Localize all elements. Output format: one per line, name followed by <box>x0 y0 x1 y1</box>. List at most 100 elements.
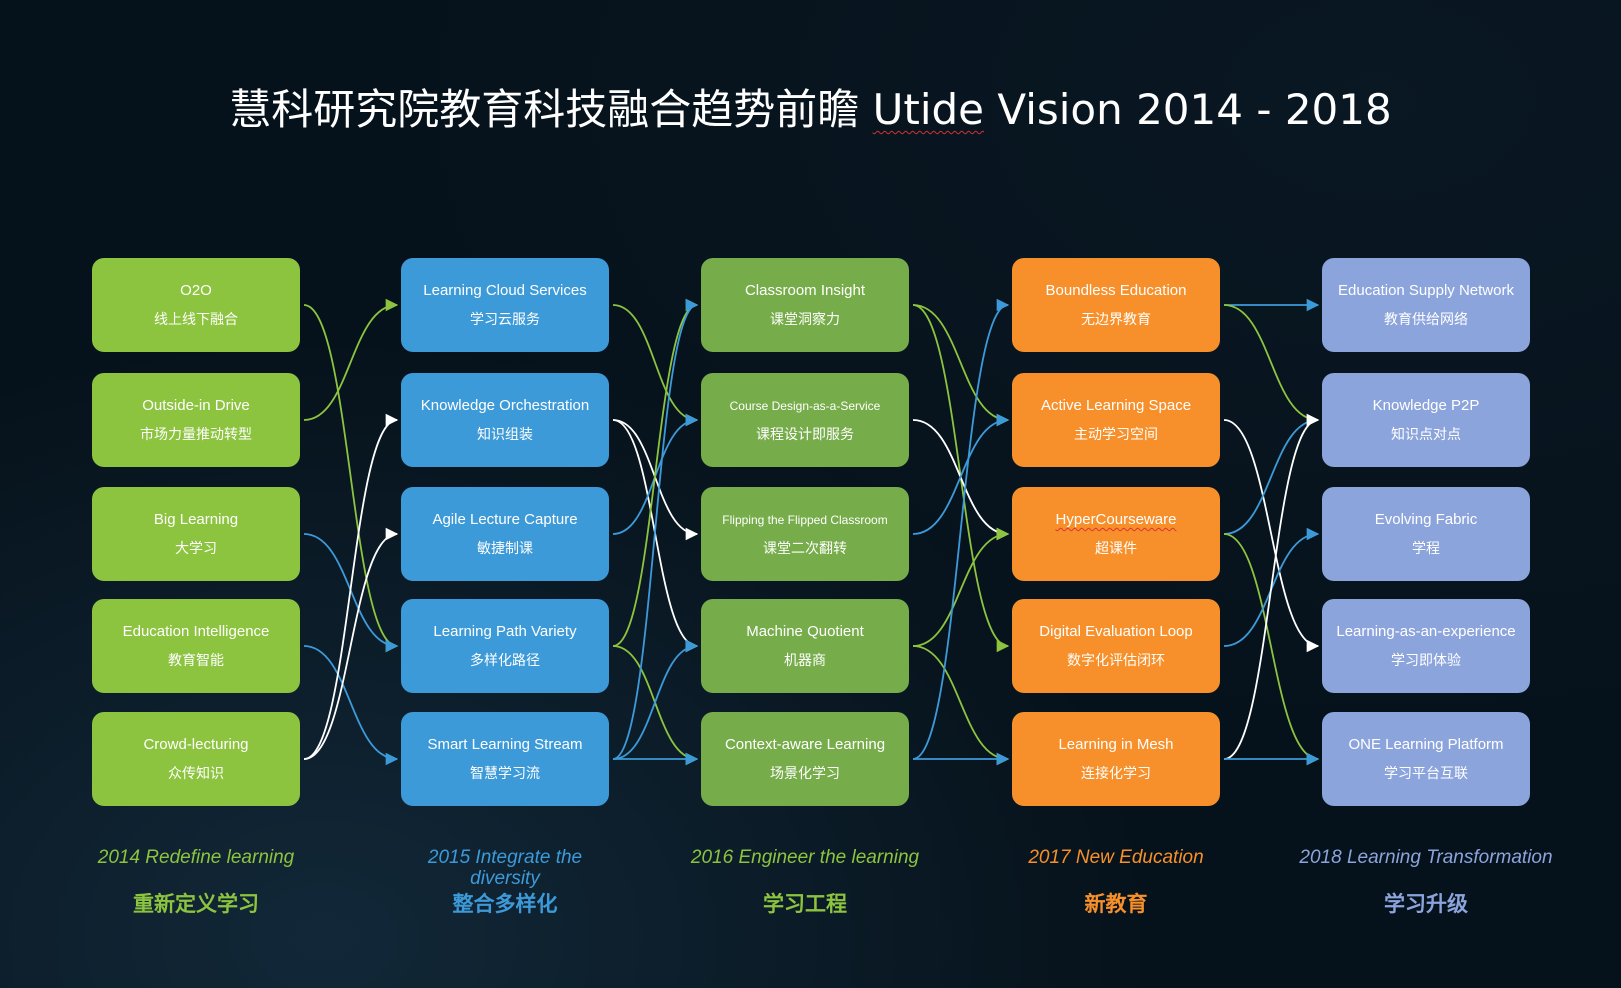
node-label-en: Learning in Mesh <box>1058 736 1174 753</box>
link-hc-to-kp2p <box>1223 413 1320 535</box>
node-label-en: Machine Quotient <box>746 623 864 640</box>
node-label-en: Active Learning Space <box>1040 397 1192 414</box>
node-cloud: Learning Cloud Services 学习云服务 <box>401 258 609 352</box>
node-label-zh: 无边界教育 <box>1081 312 1151 328</box>
node-eduint: Education Intelligence 教育智能 <box>92 599 300 693</box>
column-footer-zh: 学习升级 <box>1384 892 1468 916</box>
link-hc-to-olp <box>1223 533 1320 766</box>
column-footer-en: 2014 Redefine learning <box>97 847 295 868</box>
node-label-en: HyperCourseware <box>1055 511 1177 528</box>
link-cal-to-be <box>912 298 1010 760</box>
node-label-en: Learning Cloud Services <box>423 282 587 299</box>
node-label-en: ONE Learning Platform <box>1348 736 1504 753</box>
link-lpv-to-ci <box>612 298 699 647</box>
link-be-to-kp2p <box>1223 304 1320 427</box>
link-outside-to-cloud <box>303 298 399 421</box>
node-label-en: Education Supply Network <box>1338 282 1514 299</box>
node-kp2p: Knowledge P2P 知识点对点 <box>1322 373 1530 467</box>
node-olp: ONE Learning Platform 学习平台互联 <box>1322 712 1530 806</box>
node-cdaas: Course Design-as-a-Service 课程设计即服务 <box>701 373 909 467</box>
link-crowd-to-ko <box>303 413 399 760</box>
node-label-en: Outside-in Drive <box>142 397 250 414</box>
node-o2o: O2O 线上线下融合 <box>92 258 300 352</box>
link-ffc-to-als <box>912 413 1010 535</box>
node-label-zh: 学程 <box>1412 541 1440 557</box>
link-mq-to-lim <box>912 645 1010 766</box>
node-label-zh: 市场力量推动转型 <box>140 427 252 443</box>
column-footer-en: 2015 Integrate the diversity <box>427 847 583 889</box>
node-label-zh: 学习云服务 <box>470 312 540 328</box>
column-footer-en: 2016 Engineer the learning <box>690 847 920 868</box>
node-label-zh: 知识点对点 <box>1391 427 1461 443</box>
node-lpv: Learning Path Variety 多样化路径 <box>401 599 609 693</box>
link-als-to-laae <box>1223 419 1320 653</box>
node-label-en: Flipping the Flipped Classroom <box>722 513 888 527</box>
node-label-en: Education Intelligence <box>122 623 270 640</box>
link-crowd-to-agile <box>303 527 399 760</box>
node-label-en: Agile Lecture Capture <box>432 511 578 528</box>
node-label-en: Crowd-lecturing <box>143 736 249 753</box>
node-label-en: O2O <box>180 282 212 299</box>
node-label-en: Evolving Fabric <box>1374 511 1478 528</box>
node-label-zh: 教育供给网络 <box>1384 312 1468 328</box>
node-label-en: Classroom Insight <box>744 282 866 299</box>
node-label-en: Knowledge P2P <box>1372 397 1480 414</box>
node-label-en: Knowledge Orchestration <box>420 397 590 414</box>
link-mq-to-hc <box>912 527 1010 647</box>
node-label-en: Context-aware Learning <box>724 736 886 753</box>
node-label-zh: 线上线下融合 <box>154 312 238 328</box>
node-label-en: Course Design-as-a-Service <box>729 399 881 413</box>
node-ef: Evolving Fabric 学程 <box>1322 487 1530 581</box>
node-esn: Education Supply Network 教育供给网络 <box>1322 258 1530 352</box>
column-footer-zh: 整合多样化 <box>452 892 558 916</box>
node-label-zh: 教育智能 <box>168 653 224 669</box>
node-label-en: Learning-as-an-experience <box>1336 623 1516 640</box>
node-cal: Context-aware Learning 场景化学习 <box>701 712 909 806</box>
node-label-zh: 场景化学习 <box>770 766 840 782</box>
link-sls-to-ci <box>612 298 699 760</box>
node-label-zh: 课程设计即服务 <box>756 427 854 443</box>
node-label-en: Digital Evaluation Loop <box>1039 623 1193 640</box>
link-eduint-to-sls <box>303 645 399 766</box>
node-label-zh: 众传知识 <box>168 766 224 782</box>
node-hc: HyperCourseware 超课件 <box>1012 487 1220 581</box>
link-cloud-to-cdaas <box>612 304 699 427</box>
node-label-en: Learning Path Variety <box>433 623 577 640</box>
node-del: Digital Evaluation Loop 数字化评估闭环 <box>1012 599 1220 693</box>
column-footer-en: 2018 Learning Transformation <box>1299 847 1553 868</box>
node-label-zh: 智慧学习流 <box>470 766 540 782</box>
node-label-zh: 机器商 <box>784 653 826 669</box>
node-label-zh: 数字化评估闭环 <box>1067 653 1165 669</box>
column-footer-zh: 新教育 <box>1084 892 1148 916</box>
node-agile: Agile Lecture Capture 敏捷制课 <box>401 487 609 581</box>
node-mq: Machine Quotient 机器商 <box>701 599 909 693</box>
node-label-zh: 学习平台互联 <box>1384 766 1468 782</box>
node-sls: Smart Learning Stream 智慧学习流 <box>401 712 609 806</box>
column-footer-en: 2017 New Education <box>1028 847 1204 868</box>
link-lim-to-kp2p <box>1223 413 1320 760</box>
node-laae: Learning-as-an-experience 学习即体验 <box>1322 599 1530 693</box>
node-label-zh: 学习即体验 <box>1391 653 1461 669</box>
node-label-zh: 知识组装 <box>477 427 533 443</box>
node-label-zh: 课堂洞察力 <box>770 312 840 328</box>
link-ci-to-als <box>912 304 1010 427</box>
link-o2o-to-lpv <box>303 304 399 653</box>
node-label-zh: 超课件 <box>1095 541 1137 557</box>
node-label-zh: 课堂二次翻转 <box>763 541 847 557</box>
node-ko: Knowledge Orchestration 知识组装 <box>401 373 609 467</box>
node-label-zh: 敏捷制课 <box>477 541 533 557</box>
node-label-zh: 大学习 <box>175 541 217 557</box>
page-title: 慧科研究院教育科技融合趋势前瞻 Utide Vision 2014 - 2018 <box>229 85 1392 134</box>
node-label-en: Smart Learning Stream <box>427 736 583 753</box>
node-label-zh: 多样化路径 <box>470 653 540 669</box>
link-sls-to-mq <box>612 639 699 760</box>
node-crowd: Crowd-lecturing 众传知识 <box>92 712 300 806</box>
node-ffc: Flipping the Flipped Classroom 课堂二次翻转 <box>701 487 909 581</box>
column-footer-zh: 重新定义学习 <box>133 892 259 916</box>
node-ci: Classroom Insight 课堂洞察力 <box>701 258 909 352</box>
